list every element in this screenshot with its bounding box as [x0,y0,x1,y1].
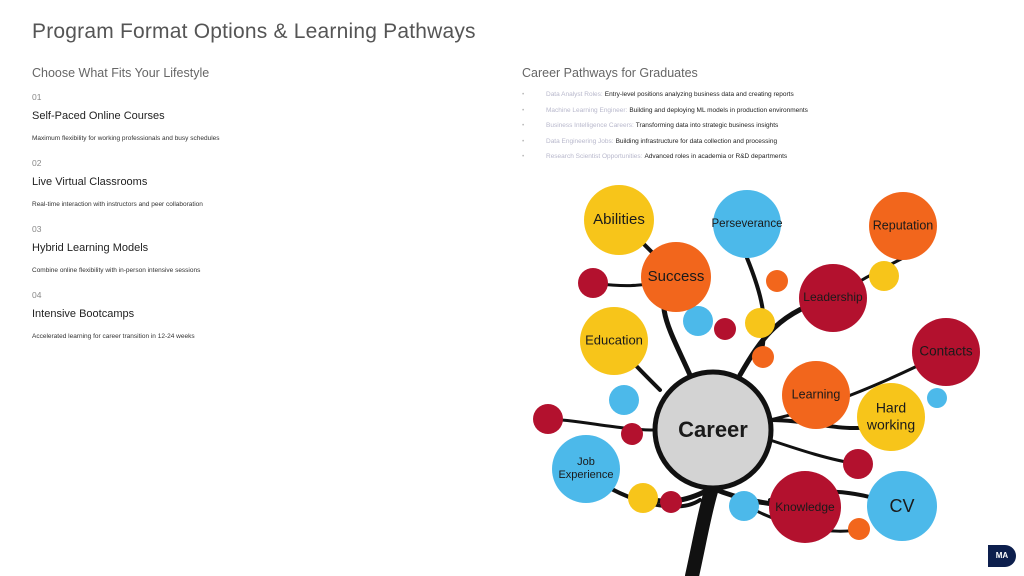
list-item: • Research Scientist Opportunities:Advanc… [522,153,808,169]
bubble-job-experience [552,435,620,503]
list-item: • Data Analyst Roles:Entry-level position… [522,91,808,107]
bubble-perseverance [713,190,781,258]
format-option: 03 Hybrid Learning Models Combine online… [32,224,452,274]
tree-circles [533,185,980,543]
list-item: • Data Engineering Jobs:Building infrastr… [522,138,808,154]
label-working: working [866,417,915,433]
bubble-leadership [799,264,867,332]
option-title: Hybrid Learning Models [32,242,149,254]
small-bubble [869,261,899,291]
small-bubble [621,423,643,445]
label-leadership: Leadership [803,290,863,304]
label-reputation: Reputation [873,218,934,232]
bubble-cv [867,471,937,541]
bubble-education [580,307,648,375]
page-title: Program Format Options & Learning Pathwa… [32,20,476,43]
label-contacts: Contacts [919,344,973,359]
bullet-icon: • [522,91,525,98]
option-description: Real-time interaction with instructors a… [32,201,203,208]
option-description: Combine online flexibility with in-perso… [32,267,201,274]
small-bubble [628,483,658,513]
bubble-success [641,242,711,312]
small-bubble [848,518,870,540]
label-learning: Learning [792,387,841,401]
bubble-reputation [869,192,937,260]
bubble-learning [782,361,850,429]
label-cv: CV [889,496,914,516]
small-bubble [578,268,608,298]
label-hard: Hard [876,400,906,416]
brand-badge: MA [988,545,1016,567]
small-bubble [683,306,713,336]
label-education: Education [585,332,643,347]
career-pathways-heading: Career Pathways for Graduates [522,66,698,80]
option-description: Maximum flexibility for working professi… [32,135,220,142]
label-success: Success [648,268,705,285]
label-perseverance: Perseverance [712,218,783,230]
label-experience: Experience [558,469,613,481]
pathway-description: Transforming data into strategic busines… [635,122,779,129]
format-options-heading: Choose What Fits Your Lifestyle [32,66,210,80]
pathway-title: Data Analyst Roles: [546,91,603,98]
option-title: Live Virtual Classrooms [32,176,148,188]
bubble-career [652,369,774,491]
option-title: Self-Paced Online Courses [32,110,165,122]
bullet-icon: • [522,106,525,114]
bubble-hard-working [857,383,925,451]
small-bubble [843,449,873,479]
bullet-icon: • [522,153,525,160]
small-bubble [533,404,563,434]
list-item: • Machine Learning Engineer:Building and … [522,107,808,123]
bubble-knowledge [769,471,841,543]
career-pathways-list: • Data Analyst Roles:Entry-level position… [522,91,808,169]
pathway-title: Machine Learning Engineer: [546,106,628,114]
option-title: Intensive Bootcamps [32,308,135,320]
bubble-contacts [912,318,980,386]
option-number: 03 [32,224,42,234]
bubble-abilities [584,185,654,255]
small-bubble [745,308,775,338]
pathway-title: Research Scientist Opportunities: [546,153,643,160]
pathway-title: Data Engineering Jobs: [546,137,614,145]
option-number: 01 [32,92,42,102]
option-number: 04 [32,290,42,300]
small-bubble [752,346,774,368]
bullet-icon: • [522,122,525,129]
small-bubble [927,388,947,408]
list-item: • Business Intelligence Careers:Transform… [522,122,808,138]
option-description: Accelerated learning for career transiti… [32,333,195,340]
bullet-icon: • [522,137,525,145]
option-number: 02 [32,158,42,168]
pathway-description: Building infrastructure for data collect… [615,137,778,145]
label-career: Career [678,417,748,442]
small-bubble [714,318,736,340]
label-abilities: Abilities [593,211,645,228]
format-option: 02 Live Virtual Classrooms Real-time int… [32,158,452,208]
pathway-description: Entry-level positions analyzing business… [604,91,794,98]
small-bubble [660,491,682,513]
tree-labels: Abilities Perseverance Reputation Succes… [558,211,972,516]
small-bubble [766,270,788,292]
small-bubble [729,491,759,521]
pathway-description: Building and deploying ML models in prod… [629,106,808,114]
label-knowledge: Knowledge [775,500,835,514]
pathway-description: Advanced roles in academia or R&D depart… [644,153,788,160]
label-job: Job [577,456,595,468]
format-option: 01 Self-Paced Online Courses Maximum fle… [32,92,452,142]
format-option: 04 Intensive Bootcamps Accelerated learn… [32,290,452,340]
pathway-title: Business Intelligence Careers: [546,122,634,129]
small-bubble [609,385,639,415]
